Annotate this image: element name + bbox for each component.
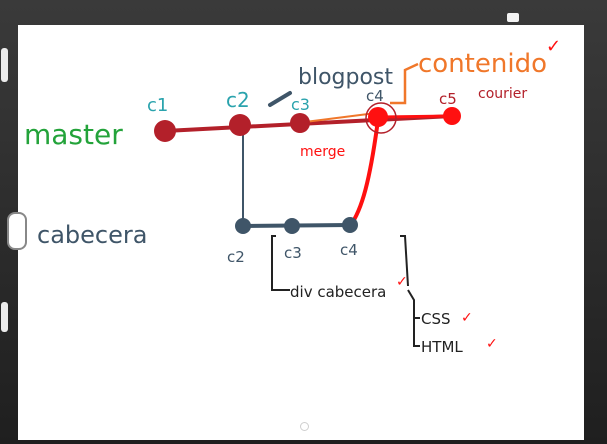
page-indicator	[300, 422, 309, 431]
left-handle-bottom[interactable]	[1, 302, 8, 332]
commit-c4-ring	[365, 102, 397, 134]
label-merge: merge	[300, 144, 345, 160]
commit-c1[interactable]	[154, 120, 176, 142]
label-master: master	[24, 118, 123, 151]
label-c3: c3	[291, 95, 310, 114]
label-c1: c1	[147, 95, 168, 116]
label-cabecera: cabecera	[37, 221, 147, 249]
whiteboard-canvas[interactable]	[18, 25, 584, 440]
label-c4: c4	[366, 87, 384, 105]
branch-commit-c4[interactable]	[342, 217, 358, 233]
label-contenido: contenido	[418, 49, 547, 79]
blogpost-stroke	[268, 91, 292, 107]
label-css: CSS	[421, 310, 451, 328]
master-line-red-tail	[377, 114, 453, 119]
branch-commit-c2[interactable]	[235, 218, 251, 234]
label-blogpost: blogpost	[298, 65, 393, 90]
label-div-cabecera: div cabecera	[290, 283, 386, 301]
commit-c2[interactable]	[229, 114, 251, 136]
label-c2: c2	[226, 88, 250, 112]
css-html-bracket	[407, 289, 420, 347]
blogpost-underline	[304, 112, 377, 123]
branch-label-c4: c4	[340, 241, 358, 259]
merge-curve	[348, 118, 380, 228]
commit-c4[interactable]	[368, 107, 388, 127]
corner-button[interactable]	[507, 13, 519, 22]
check-contenido: ✓	[546, 36, 561, 57]
commit-c3[interactable]	[290, 113, 310, 133]
label-html: HTML	[421, 338, 463, 356]
check-css: ✓	[461, 310, 473, 326]
left-handle-middle[interactable]	[7, 212, 27, 250]
label-c5: c5	[439, 90, 457, 108]
label-courier: courier	[478, 86, 527, 102]
contenido-bracket	[390, 62, 419, 105]
check-div-cabecera: ✓	[396, 274, 408, 290]
commit-c5[interactable]	[443, 107, 461, 125]
branch-commit-c3[interactable]	[284, 218, 300, 234]
branch-label-c2: c2	[227, 248, 245, 266]
div-bracket-right	[400, 235, 409, 287]
branch-label-c3: c3	[284, 244, 302, 262]
check-html: ✓	[486, 336, 498, 352]
div-bracket	[271, 235, 290, 291]
left-handle-top[interactable]	[1, 48, 8, 82]
